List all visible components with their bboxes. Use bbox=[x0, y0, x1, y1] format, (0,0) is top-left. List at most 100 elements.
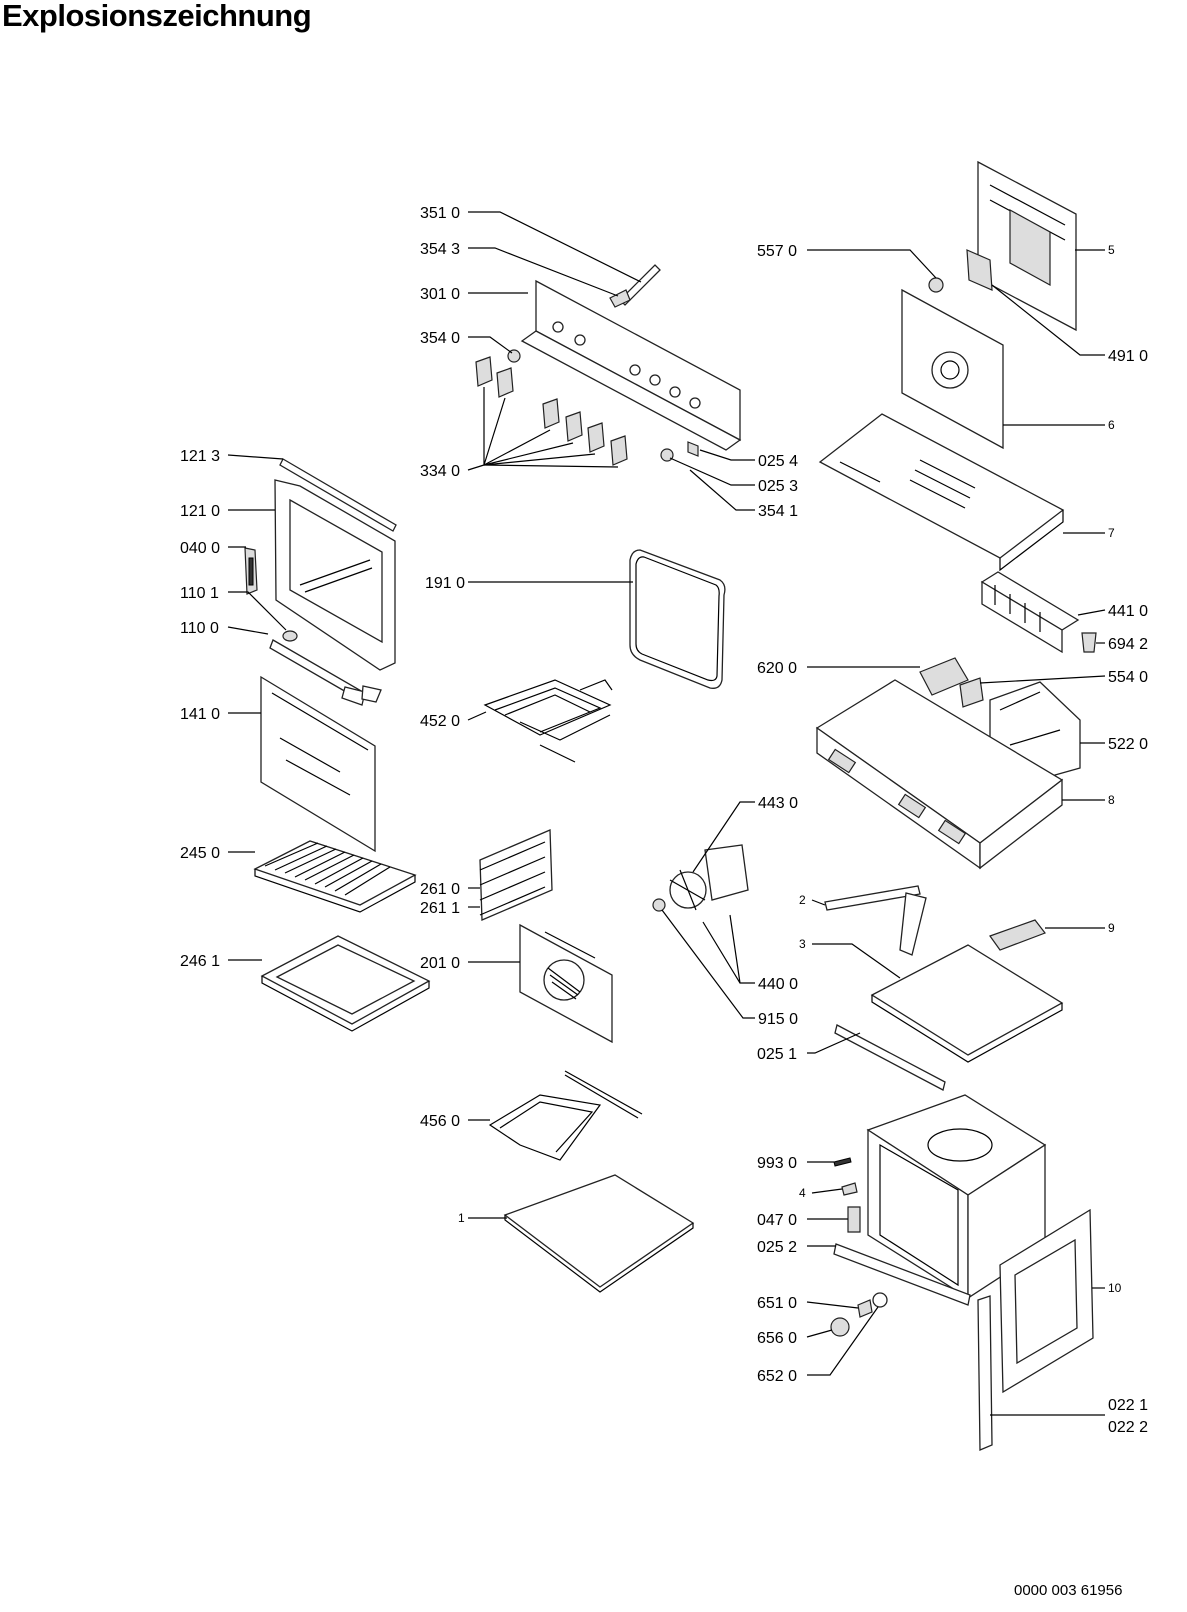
callout-652-0: 652 0 bbox=[757, 1368, 797, 1385]
part-knob-leader-fan bbox=[483, 387, 619, 468]
callout-025-3: 025 3 bbox=[758, 478, 798, 495]
part-wire-rack bbox=[253, 840, 417, 913]
part-door-switch bbox=[847, 1206, 861, 1233]
callout-301-0: 301 0 bbox=[420, 286, 460, 303]
part-small-latch bbox=[841, 1182, 858, 1196]
page-title: Explosionszeichnung bbox=[2, 0, 312, 33]
part-control-panel bbox=[520, 279, 742, 451]
callout-354-0: 354 0 bbox=[420, 330, 460, 347]
callout-440-0: 440 0 bbox=[758, 976, 798, 993]
part-oven-bottom-plate bbox=[503, 1174, 695, 1293]
part-side-panel bbox=[870, 944, 1064, 1063]
part-door-hinge bbox=[244, 547, 258, 595]
callout-443-0: 443 0 bbox=[758, 795, 798, 812]
callout-025-2: 025 2 bbox=[757, 1239, 797, 1256]
part-relay bbox=[959, 677, 984, 708]
callout-915-0: 915 0 bbox=[758, 1011, 798, 1028]
callout-7: 7 bbox=[1108, 526, 1115, 540]
document-number: 0000 003 61956 bbox=[1014, 1582, 1123, 1599]
part-rear-fan-cover bbox=[519, 923, 613, 1044]
part-thermal-switch bbox=[928, 277, 944, 293]
part-small-cap bbox=[660, 448, 674, 462]
callout-522-0: 522 0 bbox=[1108, 736, 1148, 753]
callout-10: 10 bbox=[1108, 1281, 1122, 1295]
callout-656-0: 656 0 bbox=[757, 1330, 797, 1347]
callout-441-0: 441 0 bbox=[1108, 603, 1148, 620]
part-bottom-heating-element bbox=[488, 1070, 643, 1161]
part-lamp-cover bbox=[830, 1317, 850, 1337]
part-lamp-glass bbox=[872, 1292, 888, 1308]
part-bottom-rail bbox=[834, 1024, 946, 1091]
callout-141-0: 141 0 bbox=[180, 706, 220, 723]
callout-047-0: 047 0 bbox=[757, 1212, 797, 1229]
callout-334-0: 334 0 bbox=[420, 463, 460, 480]
part-fan-motor-mount bbox=[966, 249, 993, 291]
callout-554-0: 554 0 bbox=[1108, 669, 1148, 686]
callout-022-2: 022 2 bbox=[1108, 1419, 1148, 1436]
callout-110-0: 110 0 bbox=[180, 620, 219, 637]
part-door-top-strip bbox=[279, 458, 397, 532]
callout-5: 5 bbox=[1108, 243, 1115, 257]
callout-557-0: 557 0 bbox=[757, 243, 797, 260]
leader-lines bbox=[227, 211, 1106, 1416]
callout-261-1: 261 1 bbox=[420, 900, 460, 917]
part-lamp-socket bbox=[857, 1299, 873, 1318]
callout-025-4: 025 4 bbox=[758, 453, 798, 470]
callout-993-0: 993 0 bbox=[757, 1155, 797, 1172]
part-inner-door-frame bbox=[274, 479, 396, 671]
callout-025-1: 025 1 bbox=[757, 1046, 797, 1063]
part-screw bbox=[833, 1157, 852, 1167]
part-small-motor bbox=[1081, 632, 1097, 653]
callout-351-0: 351 0 bbox=[420, 205, 460, 222]
part-rear-wall bbox=[901, 288, 1004, 450]
part-terminal-block bbox=[919, 657, 969, 696]
part-grill-heating-element bbox=[483, 679, 613, 763]
part-side-trim bbox=[977, 1295, 993, 1451]
callout-354-1: 354 1 bbox=[758, 503, 798, 520]
callout-110-1: 110 1 bbox=[180, 585, 219, 602]
callout-491-0: 491 0 bbox=[1108, 348, 1148, 365]
callout-651-0: 651 0 bbox=[757, 1295, 797, 1312]
part-oven-cavity bbox=[866, 1094, 1047, 1300]
callout-456-0: 456 0 bbox=[420, 1113, 460, 1130]
part-top-housing bbox=[818, 413, 1065, 572]
part-control-knobs bbox=[475, 356, 628, 466]
callout-620-0: 620 0 bbox=[757, 660, 797, 677]
part-control-housing bbox=[815, 679, 1064, 870]
part-side-shelf-rails bbox=[479, 829, 553, 921]
callout-694-2: 694 2 bbox=[1108, 636, 1148, 653]
part-front-rail bbox=[833, 1243, 971, 1306]
callout-261-0: 261 0 bbox=[420, 881, 460, 898]
part-top-cover-bracket bbox=[824, 885, 927, 956]
part-outer-door-glass bbox=[260, 675, 376, 853]
part-door-seal bbox=[629, 549, 726, 689]
callout-9: 9 bbox=[1108, 921, 1115, 935]
callout-2: 2 bbox=[799, 893, 806, 907]
part-door-handle bbox=[269, 639, 382, 706]
callout-3: 3 bbox=[799, 937, 806, 951]
part-bracket-plate bbox=[989, 919, 1046, 951]
callout-6: 6 bbox=[1108, 418, 1115, 432]
callout-201-0: 201 0 bbox=[420, 955, 460, 972]
part-tangential-fan bbox=[980, 571, 1080, 654]
callout-452-0: 452 0 bbox=[420, 713, 460, 730]
callout-245-0: 245 0 bbox=[180, 845, 220, 862]
callout-4: 4 bbox=[799, 1186, 806, 1200]
callout-121-3: 121 3 bbox=[180, 448, 220, 465]
part-front-frame bbox=[999, 1208, 1094, 1394]
callout-1: 1 bbox=[458, 1211, 465, 1225]
callout-8: 8 bbox=[1108, 793, 1115, 807]
callout-246-1: 246 1 bbox=[180, 953, 220, 970]
callout-354-3: 354 3 bbox=[420, 241, 460, 258]
part-baking-tray bbox=[260, 935, 431, 1032]
part-fan-wheel bbox=[652, 844, 749, 912]
callout-121-0: 121 0 bbox=[180, 503, 220, 520]
part-small-washer bbox=[282, 630, 298, 642]
part-small-bushing bbox=[609, 289, 631, 308]
callout-191-0: 191 0 bbox=[425, 575, 465, 592]
part-clip bbox=[687, 441, 699, 457]
callout-022-1: 022 1 bbox=[1108, 1397, 1148, 1414]
callout-040-0: 040 0 bbox=[180, 540, 220, 557]
part-rear-cover-panel bbox=[977, 160, 1077, 332]
